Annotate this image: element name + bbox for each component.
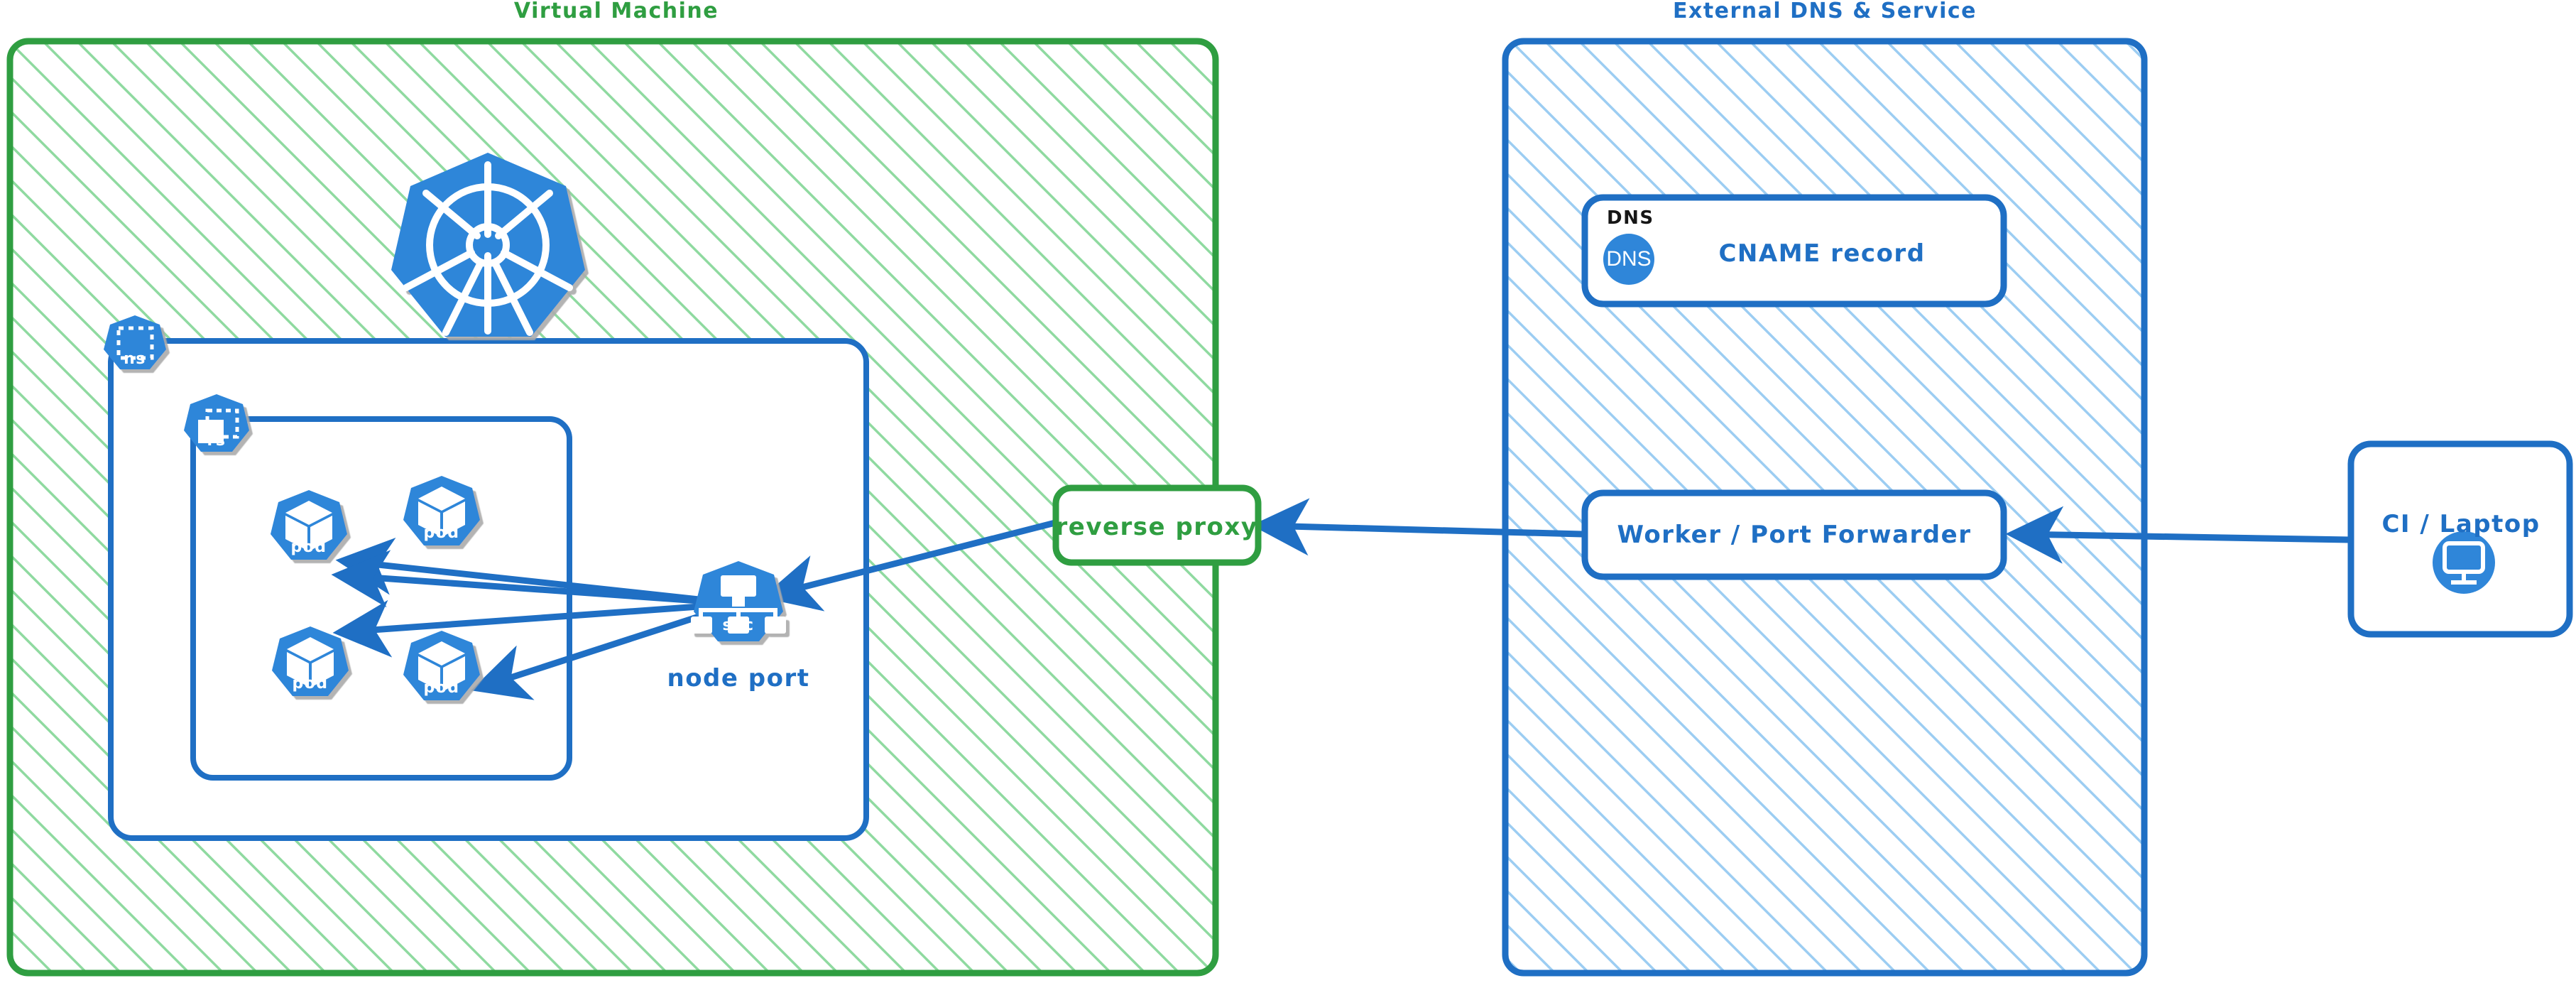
pod-abbrev-label-4: pod xyxy=(423,679,460,697)
edge-reverse-proxy-to-service xyxy=(761,518,1059,612)
dns-box-title: DNS xyxy=(1607,207,1654,229)
reverse-proxy-label: reverse proxy xyxy=(1055,513,1258,541)
ci-laptop-box[interactable] xyxy=(2347,440,2573,638)
worker-port-forwarder-box[interactable] xyxy=(1581,489,2007,580)
cname-record-label: CNAME record xyxy=(1718,239,1926,268)
panel-title-external-dns-service: External DNS & Service xyxy=(1672,0,1977,23)
edge-svc-to-pod-3 xyxy=(332,599,739,658)
pod-icon-1 xyxy=(271,490,347,560)
replicaset-container xyxy=(190,416,572,781)
edge-client-to-worker xyxy=(2005,506,2351,564)
namespace-abbrev-label: ns xyxy=(124,350,146,368)
service-icon xyxy=(691,561,786,641)
kubernetes-logo xyxy=(391,153,585,337)
dns-badge-icon xyxy=(1603,234,1654,285)
node-port-caption: node port xyxy=(667,664,810,693)
panel-title-virtual-machine: Virtual Machine xyxy=(513,0,719,23)
replicaset-icon xyxy=(184,394,249,452)
pod-abbrev-label-2: pod xyxy=(423,524,460,542)
pod-icon-4 xyxy=(403,631,480,700)
dns-badge-label: DNS xyxy=(1606,247,1652,271)
ci-laptop-label: CI / Laptop xyxy=(2381,510,2540,538)
pod-abbrev-label-1: pod xyxy=(290,538,327,556)
dns-box[interactable] xyxy=(1581,194,2007,308)
service-abbrev-label: svc xyxy=(722,617,755,634)
pod-icon-3 xyxy=(272,626,349,696)
edge-svc-to-pod-1 xyxy=(331,550,739,608)
pod-abbrev-label-3: pod xyxy=(292,675,329,693)
worker-port-forwarder-label: Worker / Port Forwarder xyxy=(1617,521,1972,549)
reverse-proxy-box[interactable] xyxy=(1052,484,1262,566)
desktop-monitor-icon xyxy=(2433,531,2495,594)
namespace-icon xyxy=(104,315,166,369)
edge-worker-to-reverse-proxy xyxy=(1251,498,1583,556)
pod-icon-2 xyxy=(403,476,480,545)
replicaset-abbrev-label: rs xyxy=(207,432,227,450)
